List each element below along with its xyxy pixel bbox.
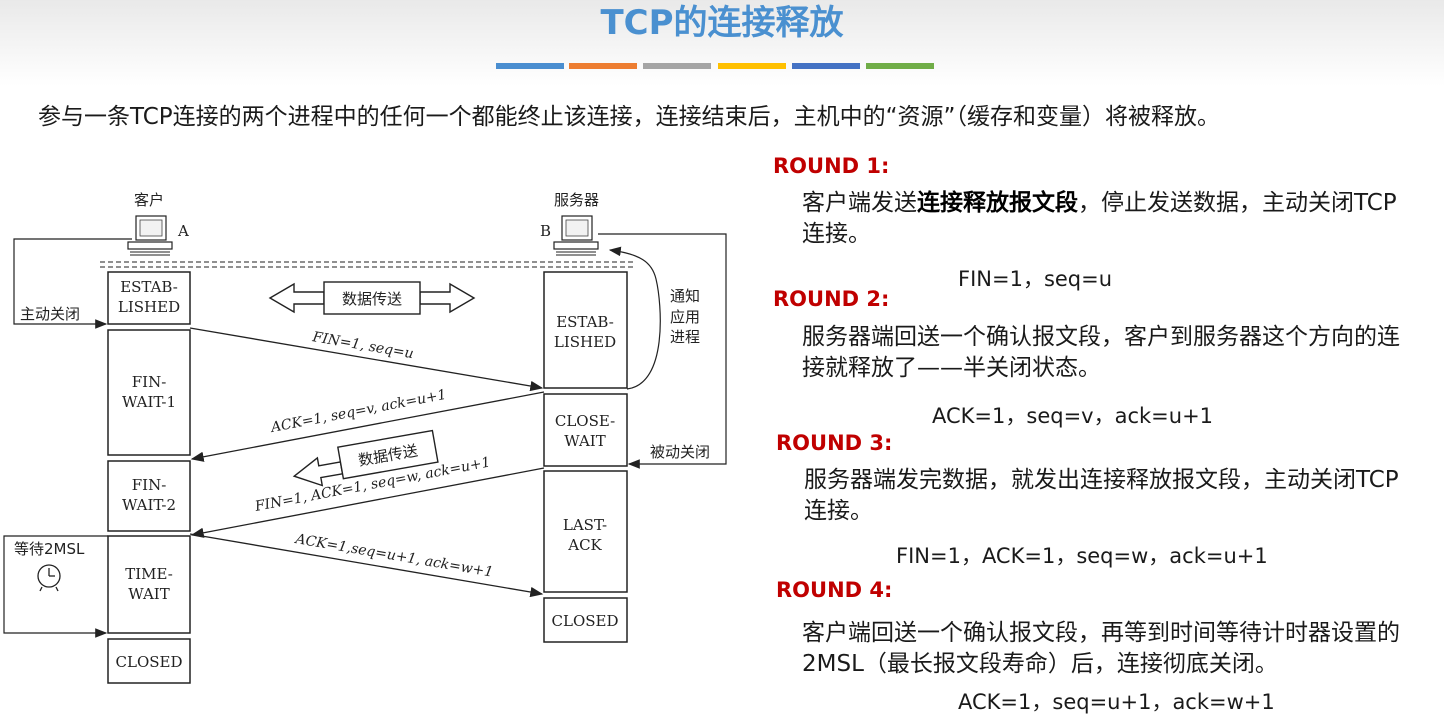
round-1-text: 客户端发送连接释放报文段，停止发送数据，主动关闭TCP连接。: [802, 188, 1408, 250]
server-letter: B: [540, 222, 551, 240]
notify-app-arrow: [608, 246, 661, 390]
color-bar-1: [496, 63, 564, 69]
svg-text:FIN-: FIN-: [132, 476, 167, 494]
round-1-highlight: 连接释放报文段: [917, 190, 1078, 216]
active-close-label: 主动关闭: [20, 305, 80, 323]
svg-text:WAIT-2: WAIT-2: [122, 496, 176, 514]
round-1-post: ，停止发送数据，主动关闭TCP连接。: [802, 190, 1397, 247]
round-1-pre: 客户端发送: [802, 190, 917, 216]
color-bar-3: [643, 63, 711, 69]
notify-app-label-1: 通知: [670, 287, 700, 305]
round-3-heading: ROUND 3:: [776, 431, 893, 455]
client-label: 客户: [134, 191, 164, 209]
client-state-time-wait: TIME- WAIT: [107, 535, 191, 634]
svg-text:WAIT-1: WAIT-1: [122, 393, 176, 411]
color-bar-4: [718, 63, 786, 69]
tcp-release-diagram: 客户 服务器 A B ESTAB- LISHED FIN- WAIT-1 FIN…: [3, 191, 727, 684]
round-2-text: 服务器端回送一个确认报文段，客户到服务器这个方向的连接就释放了——半关闭状态。: [802, 324, 1400, 381]
svg-text:WAIT: WAIT: [128, 585, 169, 603]
msg-4-label: ACK=1,seq=u+1, ack=w+1: [292, 531, 494, 581]
client-computer-icon: [127, 215, 173, 256]
svg-text:ESTAB-: ESTAB-: [556, 313, 614, 331]
round-1-equation: FIN=1，seq=u: [958, 267, 1113, 291]
svg-text:CLOSED: CLOSED: [552, 612, 619, 630]
intro-paragraph: 参与一条TCP连接的两个进程中的任何一个都能终止该连接，连接结束后，主机中的“资…: [38, 104, 1220, 130]
client-letter: A: [177, 222, 189, 240]
round-4-equation: ACK=1，seq=u+1，ack=w+1: [958, 690, 1275, 714]
server-computer-icon: [553, 215, 599, 256]
wait-2msl-arrow: [3, 535, 108, 638]
round-1-heading: ROUND 1:: [773, 154, 890, 178]
slide-title: TCP的连接释放: [600, 3, 844, 43]
round-2-equation: ACK=1，seq=v，ack=u+1: [932, 404, 1214, 428]
server-state-close-wait: CLOSE- WAIT: [543, 393, 628, 467]
svg-text:LISHED: LISHED: [118, 298, 180, 316]
passive-close-label: 被动关闭: [650, 443, 710, 461]
server-state-established: ESTAB- LISHED: [543, 271, 628, 389]
passive-close-arrow: [598, 233, 727, 469]
svg-text:LAST-: LAST-: [563, 516, 607, 534]
color-bar-6: [866, 63, 934, 69]
svg-text:FIN-: FIN-: [132, 373, 167, 391]
wait-2msl-label: 等待2MSL: [14, 540, 85, 558]
svg-text:数据传送: 数据传送: [342, 290, 402, 308]
msg-2-label: ACK=1, seq=v, ack=u+1: [268, 387, 448, 436]
svg-text:CLOSED: CLOSED: [116, 653, 183, 671]
msg-3-arrow: [190, 467, 545, 538]
round-3-equation: FIN=1，ACK=1，seq=w，ack=u+1: [896, 544, 1268, 568]
svg-text:ESTAB-: ESTAB-: [120, 278, 178, 296]
data-transfer-double-arrow: 数据传送: [268, 281, 476, 315]
color-bar-5: [792, 63, 860, 69]
server-label: 服务器: [554, 191, 599, 209]
client-state-fin-wait-2: FIN- WAIT-2: [107, 460, 191, 532]
client-state-closed: CLOSED: [107, 638, 191, 684]
svg-text:WAIT: WAIT: [564, 432, 605, 450]
active-close-arrow: [13, 238, 132, 329]
server-state-last-ack: LAST- ACK: [543, 470, 628, 593]
round-4-heading: ROUND 4:: [776, 578, 893, 602]
server-state-closed: CLOSED: [543, 597, 628, 643]
round-2-heading: ROUND 2:: [773, 287, 890, 311]
msg-1-arrow: [189, 327, 544, 392]
notify-app-label-3: 进程: [670, 328, 700, 346]
msg-2-arrow: [190, 391, 545, 462]
svg-text:CLOSE-: CLOSE-: [555, 412, 615, 430]
color-bar-2: [569, 63, 637, 69]
round-3-text: 服务器端发完数据，就发出连接释放报文段，主动关闭TCP连接。: [804, 467, 1399, 524]
round-4-text: 客户端回送一个确认报文段，再等到时间等待计时器设置的2MSL（最长报文段寿命）后…: [802, 620, 1400, 677]
svg-text:ACK: ACK: [567, 536, 602, 554]
clock-icon: [37, 564, 61, 592]
client-state-fin-wait-1: FIN- WAIT-1: [107, 329, 191, 456]
data-transfer-arrow: 数据传送: [292, 429, 439, 487]
client-state-established: ESTAB- LISHED: [107, 271, 191, 325]
svg-text:LISHED: LISHED: [554, 333, 616, 351]
svg-text:TIME-: TIME-: [125, 565, 173, 583]
notify-app-label-2: 应用: [670, 308, 700, 326]
msg-4-arrow: [189, 533, 544, 598]
title-band: [0, 0, 1444, 86]
